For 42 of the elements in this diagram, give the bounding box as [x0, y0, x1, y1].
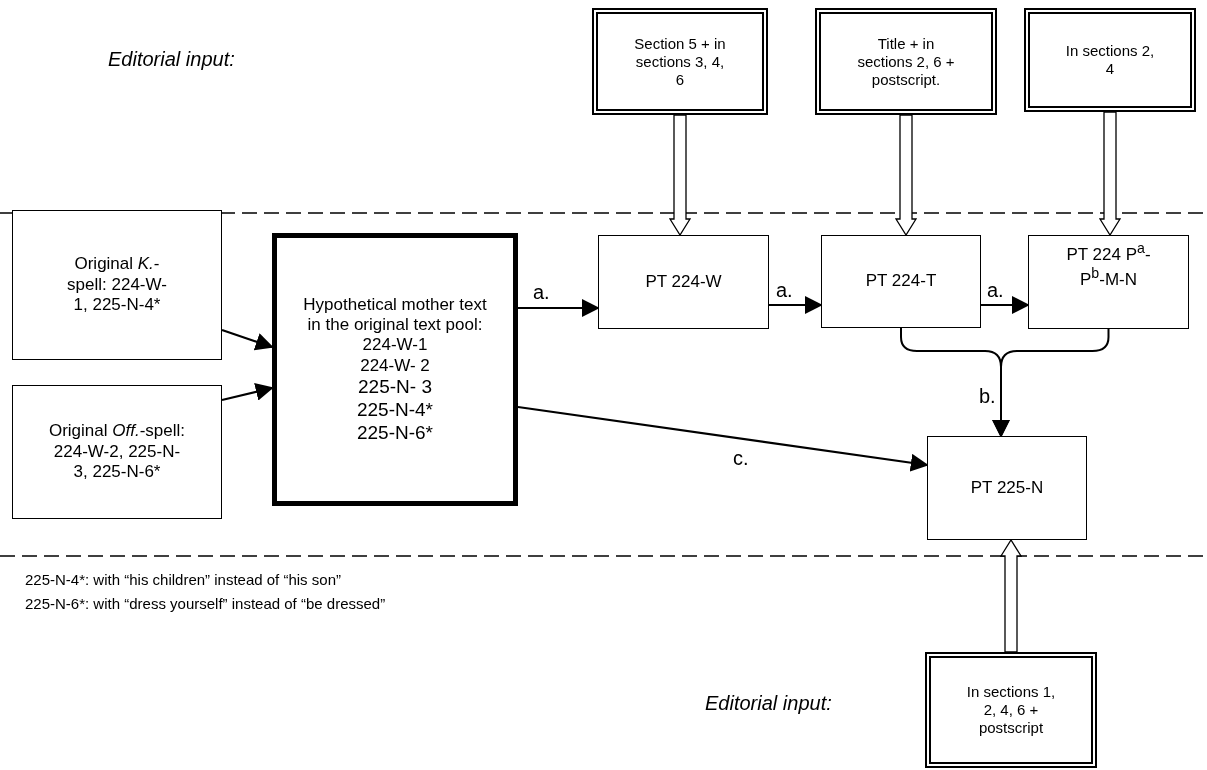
- process-box: [1028, 235, 1189, 329]
- box-text: PT 225-N: [970, 477, 1044, 499]
- box-text: Title + in sections 2, 6 + postscript.: [856, 34, 956, 89]
- footnote: 225-N-6*: with “dress yourself” instead of “be dressed”: [25, 595, 386, 612]
- process-box: [925, 652, 1097, 768]
- heading-label: Editorial input:: [705, 692, 832, 715]
- hollow-arrow: [668, 114, 692, 237]
- box-text: 224-W-1: [362, 335, 428, 356]
- arrow: [517, 405, 929, 472]
- process-box: [272, 233, 518, 506]
- heading-label: Editorial input:: [108, 48, 235, 71]
- footnote: 225-N-4*: with “his children” instead of “his son”: [25, 571, 341, 588]
- arrow: [518, 299, 600, 317]
- process-box: [1024, 8, 1196, 112]
- box-text: Original K.-spell: 224-W-1, 225-N-4*: [67, 254, 167, 316]
- process-box: [12, 210, 222, 360]
- box-text: Original Off.-spell: 224-W-2, 225-N-3, 225-N-6*: [47, 421, 187, 483]
- box-text: PT 224-W: [645, 271, 722, 293]
- process-box: [821, 235, 981, 328]
- box-text: Section 5 + in sections 3, 4, 6: [633, 34, 727, 89]
- arrow: [981, 296, 1030, 314]
- hollow-arrow: [1098, 111, 1122, 237]
- process-box: [598, 235, 769, 329]
- hollow-arrow: [999, 538, 1023, 653]
- box-text: In sections 2, 4: [1064, 42, 1156, 78]
- box-text: 224-W- 2: [360, 355, 430, 377]
- process-box: [927, 436, 1087, 540]
- box-text: PT 224-T: [865, 271, 937, 292]
- process-box: [815, 8, 997, 115]
- hollow-arrow: [894, 114, 918, 237]
- box-text: 225-N- 3: [358, 376, 432, 399]
- edge-label: b.: [978, 386, 997, 406]
- process-box: [12, 385, 222, 519]
- box-text: In sections 1, 2, 4, 6 + postscript: [965, 683, 1057, 737]
- box-text: 225-N-4*: [356, 398, 433, 422]
- box-text: 225-N-6*: [356, 421, 433, 445]
- box-text: PT 224 P$^{a}$-P$^{b}$-M-N: [1065, 240, 1152, 291]
- process-box: [592, 8, 768, 115]
- box-text: Hypothetical mother text in the original text pool:: [302, 294, 488, 336]
- arrow: [221, 383, 274, 402]
- arrow: [769, 296, 823, 314]
- arrow: [221, 328, 274, 351]
